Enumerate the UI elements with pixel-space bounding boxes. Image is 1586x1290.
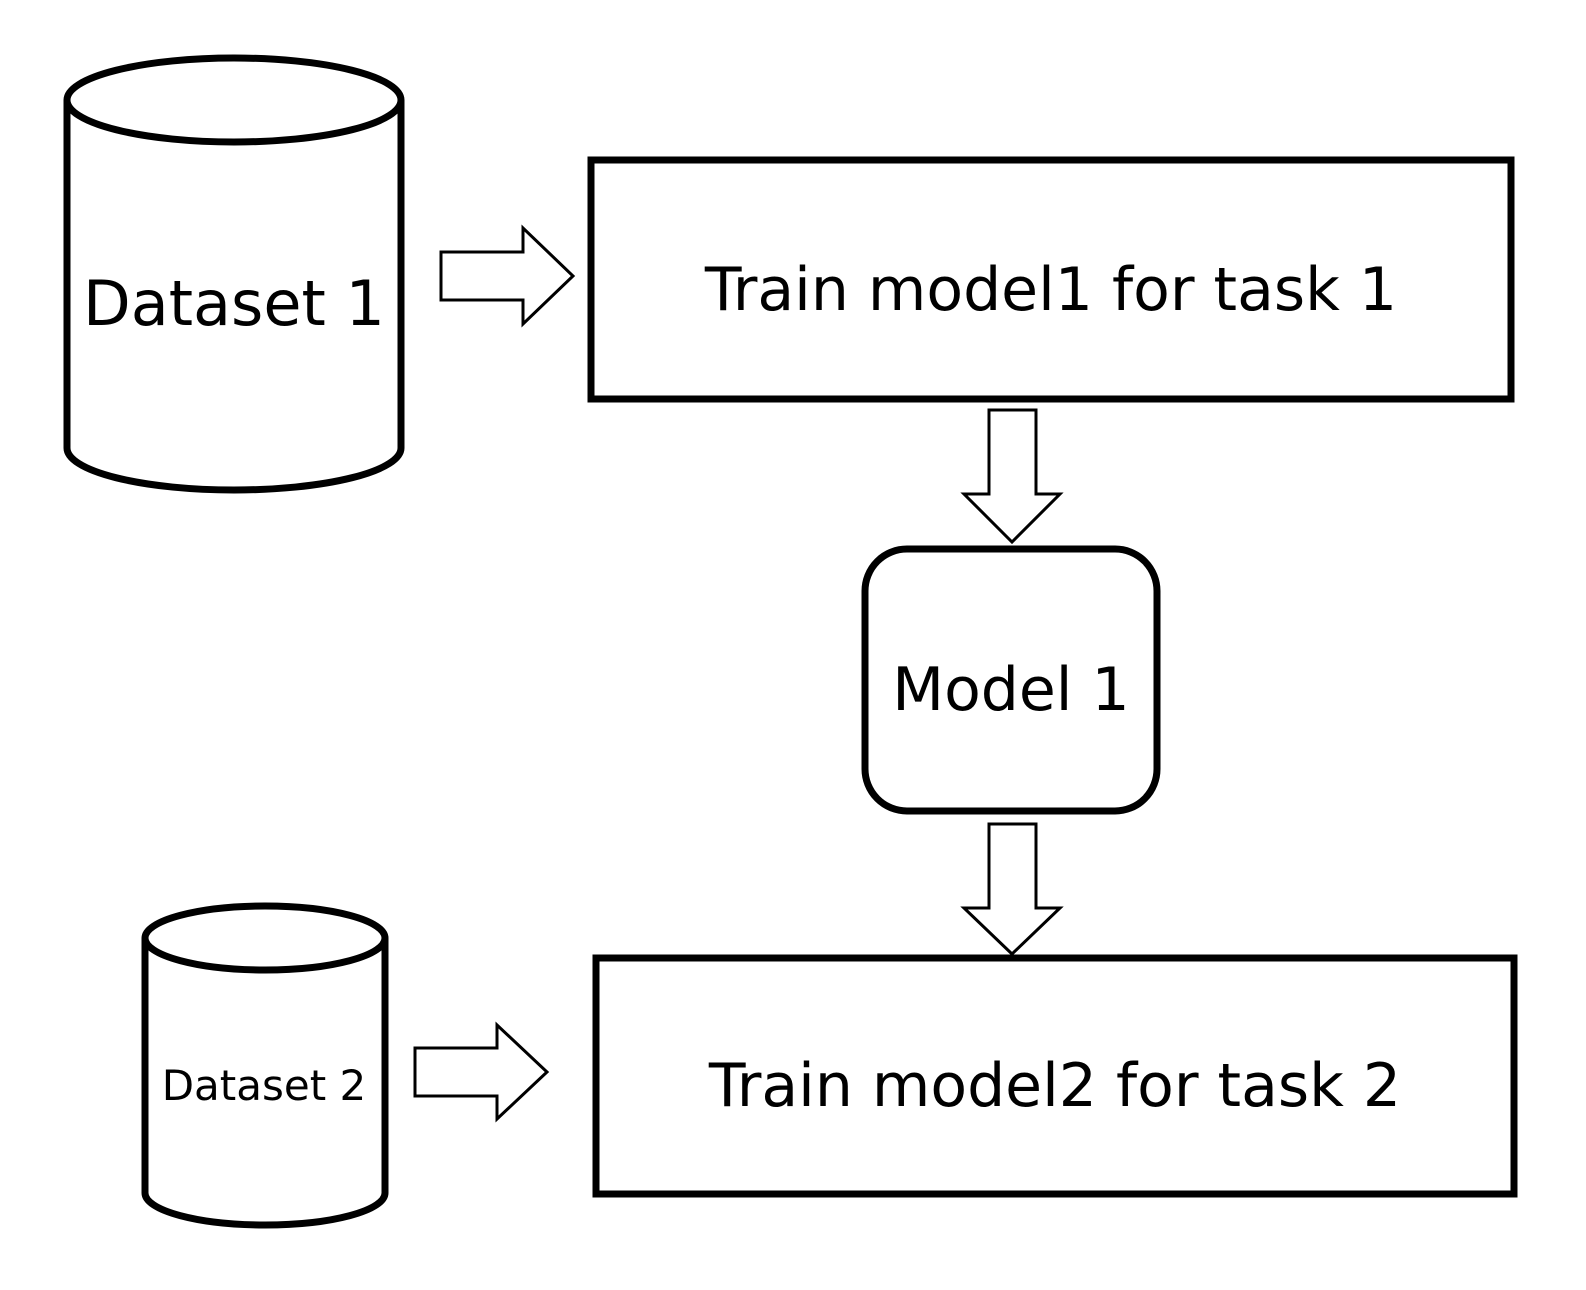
- dataset-2-cylinder: Dataset 2: [141, 902, 389, 1229]
- train-task-2-box: Train model2 for task 2: [592, 954, 1518, 1198]
- arrow-dataset2-to-train2: [413, 1021, 550, 1123]
- arrow-dataset1-to-train1: [439, 224, 576, 328]
- model-1-box: Model 1: [861, 545, 1161, 815]
- arrow-train1-to-model1: [960, 408, 1064, 545]
- dataset-1-cylinder: Dataset 1: [63, 54, 405, 494]
- train-task-2-label: Train model2 for task 2: [708, 1051, 1401, 1121]
- model-1-label: Model 1: [892, 655, 1129, 725]
- dataset-1-label: Dataset 1: [83, 267, 385, 340]
- train-task-1-box: Train model1 for task 1: [587, 156, 1515, 403]
- arrow-model1-to-train2: [960, 822, 1064, 957]
- train-task-1-label: Train model1 for task 1: [704, 255, 1397, 325]
- dataset-2-label: Dataset 2: [162, 1061, 367, 1110]
